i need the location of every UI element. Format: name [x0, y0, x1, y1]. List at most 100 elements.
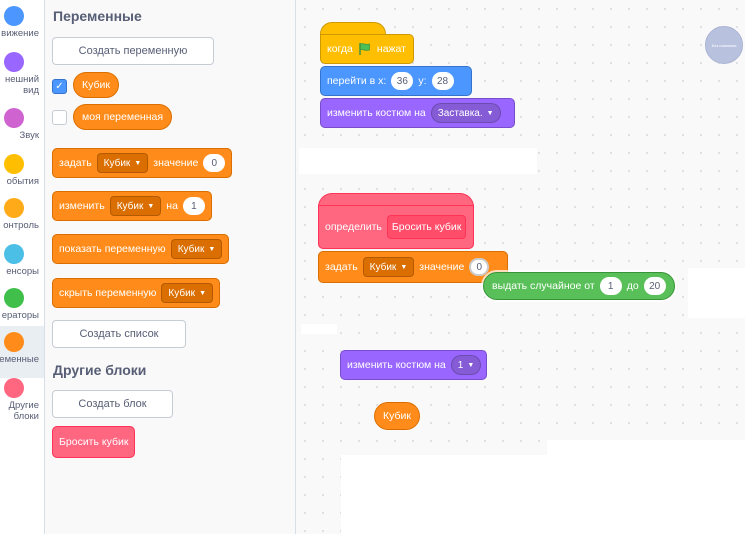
block-text: определить [325, 221, 382, 233]
block-text: скрыть переменную [59, 287, 157, 299]
costume-dropdown[interactable]: 1▼ [450, 355, 482, 375]
category-label: енсоры [6, 266, 39, 277]
render-gap [299, 148, 537, 174]
category-label: вижение [1, 28, 39, 39]
create-block-button[interactable]: Создать блок [52, 390, 173, 418]
category-label: ераторы [1, 310, 39, 321]
block-palette: Переменные Создать переменную ✓ Кубик мо… [45, 0, 296, 534]
checkmark-icon: ✓ [55, 81, 64, 92]
value-input[interactable]: 1 [182, 197, 205, 215]
value-input[interactable]: 0 [469, 258, 490, 276]
variable-checkbox-kubik[interactable]: ✓ [52, 79, 67, 94]
hide-variable-block[interactable]: скрыть переменную Кубик▼ [52, 278, 220, 308]
change-variable-block[interactable]: изменить Кубик▼ на 1 [52, 191, 212, 221]
variable-dropdown[interactable]: Кубик▼ [96, 153, 149, 173]
caret-down-icon: ▼ [467, 361, 475, 369]
show-variable-block[interactable]: показать переменную Кубик▼ [52, 234, 230, 264]
block-text: значение [419, 261, 465, 273]
custom-block-roll-dice[interactable]: Бросить кубик [52, 426, 136, 458]
my-blocks-dot-icon [4, 378, 24, 398]
category-sound[interactable]: Звук [0, 102, 44, 154]
value-input[interactable]: 0 [203, 154, 226, 172]
caret-down-icon: ▼ [486, 109, 494, 117]
variable-reporter-loose[interactable]: Кубик [374, 402, 420, 430]
operators-dot-icon [4, 288, 24, 308]
go-to-xy-block[interactable]: перейти в x: 36 y: 28 [320, 66, 472, 96]
create-list-button[interactable]: Создать список [52, 320, 186, 348]
define-block[interactable]: определить Бросить кубик [318, 205, 474, 249]
x-input[interactable]: 36 [391, 72, 414, 90]
custom-block-prototype[interactable]: Бросить кубик [386, 215, 467, 239]
block-text: задать [59, 157, 92, 169]
create-variable-button[interactable]: Создать переменную [52, 37, 214, 65]
variable-dropdown[interactable]: Кубик▼ [109, 196, 162, 216]
green-flag-icon [358, 42, 372, 56]
variable-dropdown[interactable]: Кубик▼ [362, 257, 415, 277]
category-label: нешний вид [4, 74, 39, 96]
block-text: задать [325, 261, 358, 273]
variable-reporter-kubik[interactable]: Кубик [73, 72, 119, 98]
caret-down-icon: ▼ [208, 245, 216, 253]
block-text: Кубик [383, 410, 411, 422]
set-variable-script-block[interactable]: задать Кубик▼ значение 0 [318, 251, 508, 283]
block-text: до [626, 280, 639, 292]
category-my-blocks[interactable]: Другие блоки [0, 372, 44, 432]
control-dot-icon [4, 198, 24, 218]
dropdown-value: Кубик [369, 261, 397, 273]
caret-down-icon: ▼ [134, 159, 142, 167]
from-input[interactable]: 1 [599, 277, 622, 295]
variables-section-title: Переменные [53, 8, 142, 24]
category-operators[interactable]: ераторы [0, 282, 44, 334]
motion-dot-icon [4, 6, 24, 26]
variables-dot-icon [4, 332, 24, 352]
category-label: еременные [0, 354, 39, 365]
category-control[interactable]: онтроль [0, 192, 44, 244]
looks-dot-icon [4, 52, 24, 72]
caret-down-icon: ▼ [199, 289, 206, 297]
block-text: когда [327, 43, 353, 55]
y-input[interactable]: 28 [431, 72, 454, 90]
variable-label: моя переменная [82, 111, 164, 123]
sound-dot-icon [4, 108, 24, 128]
category-label: обытия [6, 176, 39, 187]
category-label: Звук [19, 130, 39, 141]
block-text: перейти в x: [327, 75, 387, 87]
category-variables[interactable]: еременные [0, 326, 44, 378]
variable-checkbox-my-variable[interactable] [52, 110, 67, 125]
switch-costume-block[interactable]: изменить костюм на Заставка.▼ [320, 98, 515, 128]
my-blocks-section-title: Другие блоки [53, 362, 147, 378]
category-sensing[interactable]: енсоры [0, 238, 44, 290]
to-input[interactable]: 20 [643, 277, 666, 295]
render-gap [301, 324, 337, 334]
dropdown-value: Кубик [177, 243, 205, 255]
dropdown-value: Заставка. [437, 107, 483, 119]
category-sidebar: вижение нешний вид Звук обытия онтроль е… [0, 0, 45, 534]
variable-dropdown[interactable]: Кубик▼ [170, 239, 223, 259]
block-text: нажат [376, 43, 406, 55]
category-events[interactable]: обытия [0, 148, 44, 200]
block-text: Бросить кубик [59, 436, 129, 448]
category-motion[interactable]: вижение [0, 0, 44, 52]
variable-reporter-my-variable[interactable]: моя переменная [73, 104, 173, 130]
category-label: Другие блоки [8, 400, 39, 422]
block-text: на [166, 200, 178, 212]
block-text: изменить [59, 200, 105, 212]
category-label: онтроль [3, 220, 39, 231]
dropdown-value: 1 [457, 359, 464, 371]
block-text: изменить костюм на [347, 359, 446, 371]
sprite-thumbnail[interactable]: Без названия [705, 26, 743, 64]
sensing-dot-icon [4, 244, 24, 264]
costume-dropdown[interactable]: Заставка.▼ [430, 103, 501, 123]
switch-costume-loose-block[interactable]: изменить костюм на 1▼ [340, 350, 487, 380]
when-flag-clicked-block[interactable]: когда нажат [320, 34, 414, 64]
block-text: показать переменную [59, 243, 166, 255]
set-variable-block[interactable]: задать Кубик▼ значение 0 [52, 148, 233, 178]
block-text: значение [153, 157, 199, 169]
pick-random-block[interactable]: выдать случайное от 1 до 20 [483, 272, 675, 300]
block-text: y: [418, 75, 427, 87]
script-area[interactable]: когда нажат перейти в x: 36 y: 28 измени… [296, 0, 745, 534]
block-text: выдать случайное от [492, 280, 595, 292]
variable-dropdown[interactable]: Кубик▼ [161, 283, 213, 303]
category-looks[interactable]: нешний вид [0, 46, 44, 98]
caret-down-icon: ▼ [147, 202, 155, 210]
